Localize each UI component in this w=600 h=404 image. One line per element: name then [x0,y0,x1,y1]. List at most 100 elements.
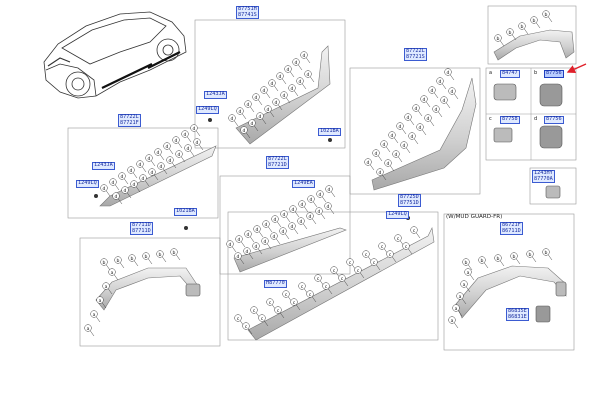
svg-text:d: d [255,95,258,101]
svg-text:d: d [300,219,303,225]
svg-text:c: c [413,229,416,234]
callout-label-22[interactable]: 86721F 86711D [500,222,523,236]
svg-text:b: b [465,260,468,266]
callout-label-7[interactable]: 1249LQ [76,180,99,188]
part-bubble: d [412,104,423,117]
part-bubble: d [190,124,201,137]
part-bubble: b [542,248,553,261]
svg-text:a: a [105,285,108,290]
svg-text:d: d [287,67,290,73]
svg-text:c: c [309,293,312,298]
part-bubble: c [386,250,397,263]
part-bubble: d [392,150,403,163]
part-bubble: d [260,86,271,99]
part-bubble: d [297,217,308,230]
svg-text:b: b [533,18,536,24]
callout-label-6[interactable]: 1243JA [92,162,115,170]
svg-text:d: d [395,152,398,158]
part-bubble: b [530,16,541,29]
part-bubble: d [175,150,186,163]
part-bubble: d [396,122,407,135]
callout-label-1[interactable]: 87751H 87741S [236,6,259,20]
callout-label-13[interactable]: 1021BA [174,208,197,216]
part-bubble: d [145,154,156,167]
svg-text:a: a [87,327,90,332]
part-bubble: d [148,168,159,181]
callout-label-16[interactable]: 84747 [500,70,520,78]
callout-label-9[interactable]: 87722L 87721D [266,156,289,170]
callout-label-11[interactable]: 87725D 87751D [398,194,421,208]
svg-text:d: d [427,116,430,122]
callout-label-20[interactable]: 1243HY 87770A [532,170,555,184]
svg-text:d: d [264,239,267,245]
mud-guard-note: (W/MUD GUARD-FR) [446,214,503,220]
part-bubble: d [244,230,255,243]
part-bubble: c [306,290,317,303]
svg-text:d: d [279,74,282,80]
callout-label-14[interactable]: 87711D 87711D [130,222,153,236]
part-bubble: d [244,100,255,113]
svg-text:d: d [273,234,276,240]
part-bubble: d [270,232,281,245]
svg-text:d: d [328,187,331,193]
part-bubble: d [261,237,272,250]
part-bubble: d [240,126,251,139]
part-bubble: c [242,322,253,335]
svg-text:d: d [231,116,234,122]
svg-text:c: c [253,309,256,314]
part-bubble: c [274,306,285,319]
svg-text:d: d [196,140,199,146]
part-bubble: d [432,105,443,118]
callout-label-17[interactable]: 87756 [544,70,564,78]
svg-text:d: d [267,107,270,113]
part-bubble: c [346,258,357,271]
svg-text:d: d [271,81,274,87]
svg-text:d: d [259,114,262,120]
part-bubble: b [494,254,505,267]
svg-text:d: d [121,174,124,180]
svg-text:d: d [295,60,298,66]
part-bubble: d [121,186,132,199]
svg-text:d: d [291,224,294,230]
part-bubble: d [163,142,174,155]
callout-label-18[interactable]: 87758 [500,116,520,124]
callout-label-4[interactable]: 1249LQ [196,106,219,114]
svg-text:d: d [151,170,154,176]
part-bubble: d [256,112,267,125]
part-bubble: b [462,258,473,271]
callout-label-8[interactable]: 1021BA [318,128,341,136]
svg-text:c: c [269,301,272,306]
part-bubble: d [100,184,111,197]
svg-text:d: d [423,97,426,103]
callout-label-5[interactable]: 87722L 87721S [404,48,427,62]
callout-label-19[interactable]: 87756 [544,116,564,124]
part-bubble: c [250,306,261,319]
part-bubble: d [404,113,415,126]
svg-text:d: d [169,158,172,164]
svg-text:d: d [387,161,390,167]
part-bubble: d [325,185,336,198]
part-bubble: d [307,195,318,208]
callout-label-12[interactable]: 1249LQ [386,211,409,219]
part-bubble: d [292,58,303,71]
svg-text:a: a [99,299,102,304]
part-bubble: d [262,220,273,233]
svg-text:d: d [419,125,422,131]
callout-label-21[interactable]: 86835E 86831E [506,308,529,322]
callout-label-15[interactable]: H87770 [264,280,287,288]
part-bubble: d [226,240,237,253]
svg-text:d: d [283,93,286,99]
part-bubble: d [364,158,375,171]
callout-label-2[interactable]: 87722L 87721F [118,114,141,128]
svg-text:a: a [111,271,114,276]
part-bubble: b [128,254,139,267]
part-bubble: d [280,210,291,223]
part-bubble: a [96,296,107,309]
callout-label-3[interactable]: 1243JA [204,91,227,99]
callout-label-10[interactable]: 1249EA [292,180,315,188]
part-bubble: d [253,225,264,238]
part-bubble: d [172,136,183,149]
part-bubble: d [440,96,451,109]
svg-text:d: d [246,249,249,255]
svg-text:d: d [160,164,163,170]
